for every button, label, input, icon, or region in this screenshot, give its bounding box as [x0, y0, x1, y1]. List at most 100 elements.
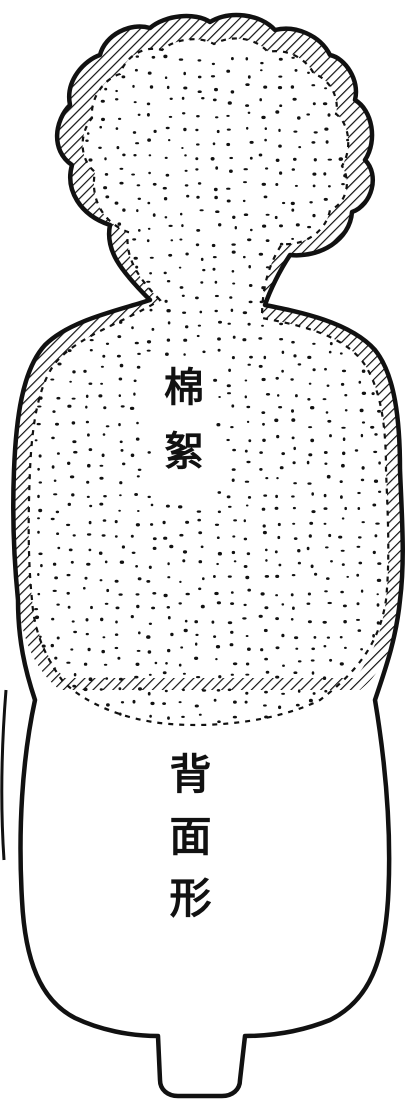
stipple-dot — [296, 223, 300, 226]
stipple-dot — [165, 300, 168, 303]
stipple-dot — [361, 434, 363, 437]
stipple-dot — [57, 452, 60, 455]
stipple-dot — [146, 580, 150, 583]
stipple-dot — [250, 141, 254, 144]
stipple-dot — [263, 494, 267, 496]
stipple-dot — [135, 69, 138, 72]
stipple-dot — [246, 127, 248, 130]
stipple-dot — [342, 517, 345, 519]
stipple-dot — [117, 335, 121, 338]
stipple-dot — [275, 550, 278, 553]
stipple-dot — [166, 505, 170, 508]
stipple-dot — [324, 451, 328, 454]
stipple-dot — [212, 63, 215, 65]
stipple-dot — [226, 188, 230, 190]
stipple-dot — [313, 102, 316, 105]
stipple-dot — [215, 166, 218, 170]
stipple-dot — [218, 349, 221, 352]
stipple-dot — [232, 283, 235, 285]
stipple-dot — [312, 671, 315, 675]
stipple-dot — [218, 223, 221, 226]
stipple-dot — [133, 700, 136, 704]
stipple-dot — [214, 592, 218, 595]
stipple-dot — [323, 621, 327, 624]
stipple-dot — [68, 503, 71, 506]
stipple-dot — [185, 170, 188, 172]
stipple-dot — [99, 477, 103, 480]
stipple-dot — [182, 295, 185, 297]
stipple-dot — [163, 671, 167, 674]
stipple-dot — [164, 197, 167, 200]
stipple-dot — [215, 116, 218, 118]
stipple-dot — [182, 97, 185, 100]
stipple-dot — [120, 561, 124, 564]
stipple-dot — [183, 72, 186, 76]
stipple-dot — [297, 549, 300, 552]
stipple-dot — [263, 524, 266, 527]
stipple-dot — [313, 368, 316, 371]
stipple-dot — [166, 127, 170, 129]
stipple-dot — [51, 437, 55, 440]
stipple-dot — [90, 339, 94, 341]
stipple-dot — [264, 196, 268, 199]
stipple-dot — [377, 562, 381, 565]
stipple-dot — [291, 495, 295, 497]
stipple-dot — [265, 549, 268, 552]
stipple-dot — [131, 326, 134, 329]
stipple-dot — [228, 323, 231, 325]
stipple-dot — [211, 75, 215, 77]
stipple-dot — [106, 589, 109, 592]
stipple-dot — [198, 531, 202, 534]
stipple-dot — [246, 57, 249, 60]
stipple-dot — [87, 533, 91, 535]
stipple-dot — [248, 112, 251, 114]
stipple-dot — [89, 549, 92, 552]
stipple-dot — [377, 593, 379, 595]
stipple-dot — [136, 438, 140, 441]
stipple-dot — [233, 336, 236, 339]
stipple-dot — [291, 593, 294, 596]
stipple-dot — [150, 257, 154, 259]
stipple-dot — [280, 243, 283, 246]
stipple-dot — [231, 90, 235, 93]
stipple-dot — [165, 157, 168, 159]
stipple-dot — [214, 188, 218, 191]
stipple-dot — [67, 405, 71, 408]
stipple-dot — [294, 537, 298, 540]
stipple-dot — [214, 699, 217, 702]
stipple-dot — [264, 691, 268, 694]
stipple-dot — [259, 451, 263, 454]
stipple-dot — [343, 605, 347, 608]
stipple-dot — [360, 648, 363, 650]
stipple-dot — [309, 699, 313, 703]
stipple-dot — [122, 75, 126, 78]
stipple-dot — [293, 671, 297, 674]
stipple-dot — [358, 507, 361, 510]
stipple-dot — [372, 392, 375, 395]
stipple-dot — [149, 272, 152, 274]
stipple-dot — [182, 559, 185, 562]
stipple-dot — [147, 239, 150, 242]
stipple-dot — [88, 648, 91, 651]
stipple-dot — [328, 534, 331, 537]
stipple-dot — [168, 139, 170, 141]
stipple-dot — [179, 701, 182, 703]
stipple-dot — [135, 266, 138, 269]
stipple-dot — [261, 592, 265, 595]
stipple-dot — [87, 496, 90, 498]
stipple-dot — [294, 636, 298, 639]
stipple-dot — [218, 552, 222, 556]
stipple-dot — [263, 86, 267, 89]
stipple-dot — [314, 158, 317, 161]
stipple-dot — [227, 200, 231, 203]
stipple-dot — [90, 349, 93, 351]
stipple-dot — [132, 85, 134, 88]
stipple-dot — [341, 464, 345, 468]
stipple-dot — [50, 379, 54, 381]
stipple-dot — [66, 662, 70, 664]
stipple-dot — [101, 100, 105, 103]
stipple-dot — [218, 321, 222, 324]
stipple-dot — [228, 621, 232, 624]
stipple-dot — [198, 76, 202, 79]
stipple-dot — [185, 325, 188, 328]
